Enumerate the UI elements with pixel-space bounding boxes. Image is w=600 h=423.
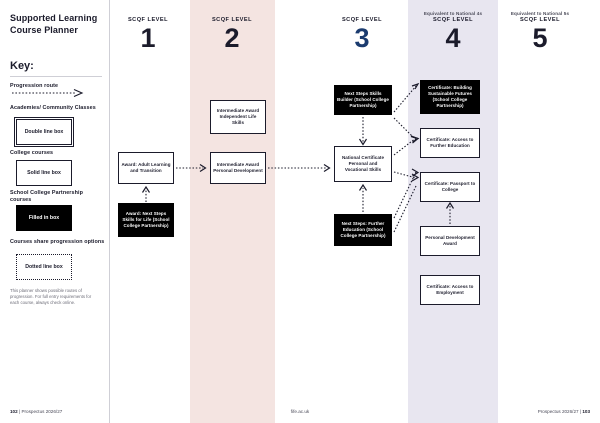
column-scqf-label-4: SCQF LEVEL xyxy=(432,17,474,23)
key-panel: Supported Learning Course Planner Key: P… xyxy=(0,0,110,423)
dotted-arrow-icon xyxy=(12,89,84,97)
column-equivalence-level-4: Equivalent to National 4s xyxy=(423,11,483,16)
key-label-progression-route: Progression route xyxy=(10,83,59,89)
column-header-level-2: SCQF LEVEL 2 xyxy=(172,10,292,53)
column-number-2: 2 xyxy=(224,23,240,53)
key-label-academies: Academies/ Community Classes xyxy=(10,105,96,111)
key-heading: Key: xyxy=(10,60,34,72)
column-scqf-label-2: SCQF LEVEL xyxy=(211,17,253,23)
key-swatch-solid-line-box: Solid line box xyxy=(16,160,72,186)
footer-left-prospectus: Prospectus 2026/27 xyxy=(21,409,63,414)
key-label-college-courses: College courses xyxy=(10,150,54,156)
node-intermediate-independent-life-skills[interactable]: Intermediate Award Independent Life Skil… xyxy=(210,100,266,134)
node-passport-to-college[interactable]: Certificate: Passport to College xyxy=(420,172,480,202)
footer-website: fife.ac.uk xyxy=(290,409,310,414)
node-personal-development-award[interactable]: Personal Development Award xyxy=(420,226,480,256)
node-next-steps-skills-builder[interactable]: Next Steps Skills Builder (School Colleg… xyxy=(334,85,392,115)
column-number-4: 4 xyxy=(445,23,461,53)
footer-right-prospectus: Prospectus 2026/27 xyxy=(537,409,579,414)
footer-separator-right: | xyxy=(579,409,583,414)
node-adult-learning[interactable]: Award: Adult Learning and Transition xyxy=(118,152,174,184)
column-equivalence-level-2 xyxy=(172,10,292,17)
node-building-sustainable-futures[interactable]: Certificate: Building Sustainable Future… xyxy=(420,80,480,114)
key-label-school-college-partnership: School College Partnership courses xyxy=(10,190,83,203)
column-scqf-label-3: SCQF LEVEL xyxy=(341,17,383,23)
footer-right: Prospectus 2026/27 | 103 xyxy=(538,409,590,414)
node-intermediate-personal-development[interactable]: Intermediate Award Personal Development xyxy=(210,152,266,184)
column-header-level-5: Equivalent to National 5s SCQF LEVEL 5 xyxy=(480,10,600,53)
column-number-3: 3 xyxy=(354,23,370,53)
column-scqf-label-5: SCQF LEVEL xyxy=(519,17,561,23)
level-2-column-band xyxy=(190,0,275,423)
footer-left-page-number: 102 xyxy=(10,409,18,414)
footer-right-page-number: 103 xyxy=(582,409,590,414)
footer-separator-left: | xyxy=(18,409,22,414)
column-number-5: 5 xyxy=(532,23,548,53)
footer-left: 102 | Prospectus 2026/27 xyxy=(10,409,62,414)
key-swatch-dotted-line-box: Dotted line box xyxy=(16,254,72,280)
column-equivalence-level-5: Equivalent to National 5s xyxy=(510,11,570,16)
node-access-to-employment[interactable]: Certificate: Access to Employment xyxy=(420,275,480,305)
node-next-steps-skills-for-life[interactable]: Award: Next Steps Skills for Life (Schoo… xyxy=(118,203,174,237)
node-access-to-further-education[interactable]: Certificate: Access to Further Education xyxy=(420,128,480,158)
level-4-column-band xyxy=(408,0,498,423)
key-swatch-filled-in-box: Filled in box xyxy=(16,205,72,231)
node-national-certificate[interactable]: National Certificate Personal and Vocati… xyxy=(334,146,392,182)
key-footnote: This planner shows possible routes of pr… xyxy=(10,288,92,305)
node-next-steps-further-education[interactable]: Next Steps: Further Education (School Co… xyxy=(334,214,392,246)
column-header-level-1: SCQF LEVEL 1 xyxy=(88,10,208,53)
page-title: Supported Learning Course Planner xyxy=(10,13,98,35)
key-swatch-double-line-box: Double line box xyxy=(13,116,75,148)
key-label-shared-progression: Courses share progression options xyxy=(10,239,105,245)
column-scqf-label-1: SCQF LEVEL xyxy=(127,17,169,23)
column-number-1: 1 xyxy=(140,23,156,53)
key-divider xyxy=(10,76,102,77)
column-header-level-3: SCQF LEVEL 3 xyxy=(302,10,422,53)
column-header-level-4: Equivalent to National 4s SCQF LEVEL 4 xyxy=(393,10,513,53)
